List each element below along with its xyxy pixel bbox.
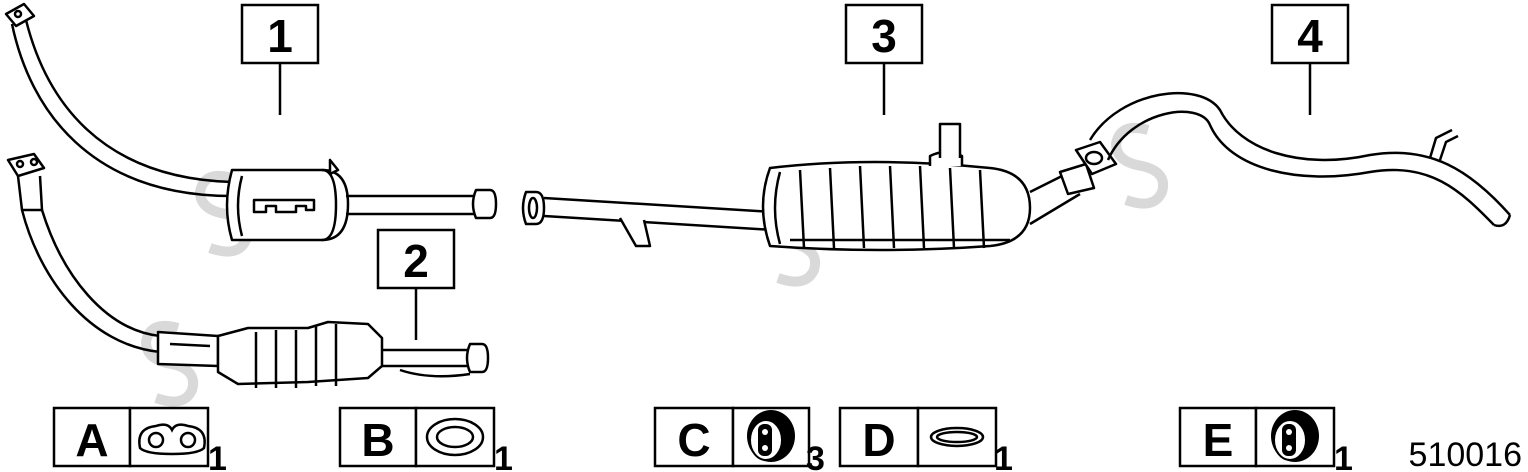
callout-4-label: 4 [1297,10,1323,62]
callout-4: 4 [1270,3,1350,115]
callout-2-label: 2 [403,235,429,287]
part-d-letter: D [862,414,895,466]
callout-2: 2 [376,228,456,340]
callout-3: 3 [844,3,924,115]
part-b-qty: 1 [494,440,513,472]
part-d: D 1 [838,406,1013,472]
part-b: B 1 [338,406,513,472]
part-c-qty: 3 [806,440,825,472]
part-a: A 1 [52,406,227,472]
part-e-letter: E [1203,414,1234,466]
ring-gasket-icon [425,417,485,457]
part-a-letter: A [75,414,108,466]
part-e: E 1 [1178,406,1353,472]
part-c: C 3 [653,406,825,472]
part-4-tail-pipe [1074,91,1512,228]
part-c-letter: C [677,414,710,466]
part-3-center-muffler [521,122,1096,252]
part-e-qty: 1 [1334,440,1353,472]
rubber-hanger-icon [1271,410,1319,462]
part-d-qty: 1 [994,440,1013,472]
part-a-qty: 1 [208,440,227,472]
diagram-reference-number: 510016 [1409,436,1522,472]
part-2-catalyst-pipe [6,152,490,388]
part-1-front-pipe [4,2,498,242]
callout-1: 1 [240,3,320,115]
rubber-hanger-icon [747,410,795,462]
part-b-letter: B [361,414,394,466]
flange-gasket-icon [138,423,206,456]
callout-1-label: 1 [267,10,293,62]
oval-ring-icon [929,426,985,448]
callout-3-label: 3 [871,10,897,62]
